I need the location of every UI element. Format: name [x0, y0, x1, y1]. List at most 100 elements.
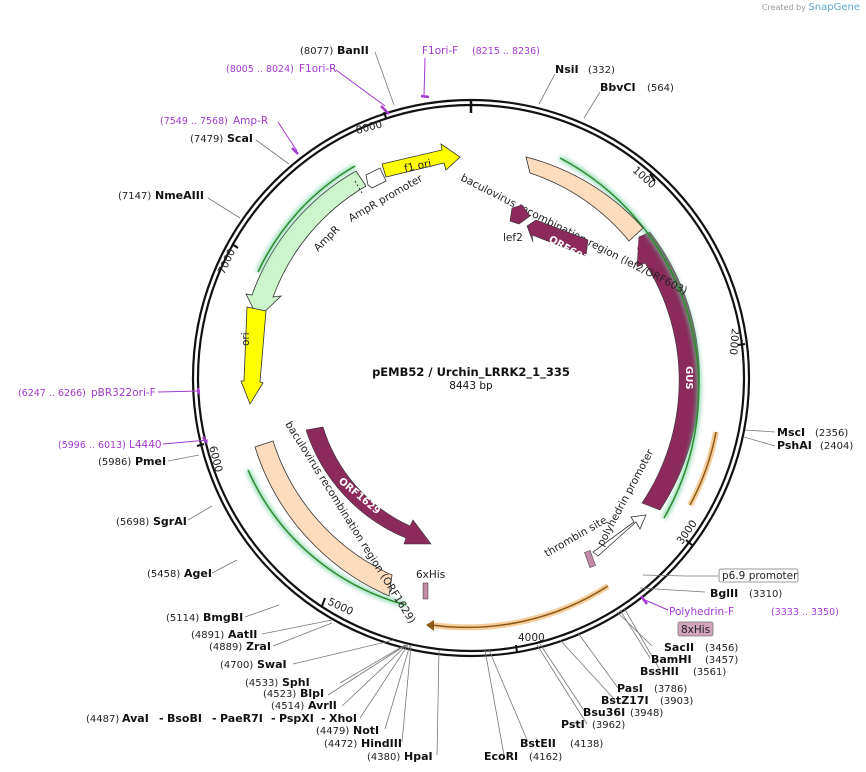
- bottom-orange-arc: [431, 585, 609, 629]
- leader-lines: [167, 51, 776, 756]
- svg-text:L4440: L4440: [129, 439, 162, 451]
- svg-text:AatII: AatII: [228, 628, 257, 641]
- enzyme-psti[interactable]: PstI (3962): [561, 718, 625, 731]
- enzyme-bglii[interactable]: BglII (3310): [710, 587, 782, 600]
- svg-text:BamHI: BamHI: [651, 653, 692, 666]
- lef2-arrow: [509, 204, 531, 225]
- enzyme-nmeaiii[interactable]: (7147) NmeAIII: [118, 189, 204, 202]
- svg-text:(8215 .. 8236): (8215 .. 8236): [472, 46, 540, 57]
- enzyme-bamhi[interactable]: BamHI (3457): [651, 653, 738, 666]
- svg-text:AvaI: AvaI: [122, 712, 149, 725]
- svg-text:SwaI: SwaI: [257, 658, 287, 671]
- enzyme-msci[interactable]: MscI (2356): [777, 426, 848, 439]
- p69-promoter-box[interactable]: p6.9 promoter: [718, 568, 799, 583]
- enzyme-zrai[interactable]: (4889)ZraI: [209, 640, 271, 653]
- polyhedrin-arrow: [592, 514, 647, 557]
- enzyme-bsteii[interactable]: BstEII (4138): [520, 737, 603, 750]
- svg-text:SphI: SphI: [282, 676, 310, 689]
- svg-text:(3962): (3962): [592, 720, 625, 731]
- enzyme-blpi[interactable]: (4523)BlpI: [263, 687, 324, 700]
- enzyme-nsii[interactable]: NsiI(332): [555, 63, 615, 76]
- svg-text:MscI: MscI: [777, 426, 805, 439]
- primer-f1ori-r[interactable]: (8005 .. 8024) F1ori-R: [226, 63, 336, 75]
- svg-text:PstI: PstI: [561, 718, 585, 731]
- lef2-label: lef2: [503, 232, 523, 244]
- svg-text:(4138): (4138): [570, 739, 603, 750]
- primer-lines: [157, 57, 669, 611]
- enzyme-hindiii[interactable]: (4472)HindIII: [324, 737, 402, 750]
- svg-text:p6.9 promoter: p6.9 promoter: [722, 570, 798, 582]
- orf603-arrow: [526, 219, 589, 257]
- svg-text:(3903): (3903): [660, 696, 693, 707]
- primer-f1ori-f[interactable]: F1ori-F (8215 .. 8236): [422, 45, 540, 57]
- svg-text:BbvCI: BbvCI: [600, 81, 636, 94]
- svg-text:BanII: BanII: [337, 44, 369, 57]
- primer-pbr322ori-f[interactable]: (6247 .. 6266)pBR322ori-F: [18, 387, 156, 399]
- enzyme-banii[interactable]: (8077)BanII: [300, 44, 369, 57]
- enzyme-bsshii[interactable]: BssHII(3561): [640, 665, 726, 678]
- svg-text:(6247 .. 6266): (6247 .. 6266): [18, 388, 86, 399]
- enzyme-noti[interactable]: (4479)NotI: [316, 724, 379, 737]
- enzyme-bsu36i[interactable]: Bsu36I(3948): [583, 706, 663, 719]
- svg-text:(3786): (3786): [654, 684, 687, 695]
- enzyme-pmei[interactable]: (5986)PmeI: [98, 455, 166, 468]
- bac-orf1629-line: [247, 469, 407, 606]
- enzyme-ecori[interactable]: EcoRI(4162): [484, 750, 562, 763]
- svg-text:HindIII: HindIII: [361, 737, 402, 750]
- svg-text:BstEII: BstEII: [520, 737, 556, 750]
- svg-text:(8005 .. 8024): (8005 .. 8024): [226, 64, 294, 75]
- bac-orf1629-region: [254, 440, 393, 597]
- svg-text:BglII: BglII: [710, 587, 738, 600]
- enzyme-sphi[interactable]: (4533)SphI: [245, 676, 310, 689]
- enzyme-pshai[interactable]: PshAI(2404): [777, 439, 853, 452]
- svg-text:BstZ17I: BstZ17I: [601, 694, 649, 707]
- enzyme-pasi[interactable]: PasI(3786): [617, 682, 687, 695]
- enzyme-bmgbi[interactable]: (5114)BmgBI: [166, 611, 243, 624]
- gus-primer-line: [559, 157, 700, 519]
- svg-text:(5986): (5986): [98, 457, 131, 468]
- enzyme-multi-site[interactable]: (4487) AvaI - BsoBI - PaeR7I - PspXI - X…: [86, 712, 357, 725]
- svg-text:PshAI: PshAI: [777, 439, 812, 452]
- svg-text:AvrII: AvrII: [308, 699, 337, 712]
- svg-text:(3948): (3948): [630, 708, 663, 719]
- svg-text:(4889): (4889): [209, 642, 242, 653]
- primer-amp-r[interactable]: (7549 .. 7568)Amp-R: [160, 115, 268, 127]
- enzyme-sacii[interactable]: SacII(3456): [664, 641, 738, 654]
- svg-text:(7479): (7479): [190, 134, 223, 145]
- svg-text:BsoBI: BsoBI: [167, 712, 202, 725]
- svg-text:NmeAIII: NmeAIII: [155, 189, 204, 202]
- ampr-arrow: [245, 170, 367, 319]
- enzyme-avrii[interactable]: (4514)AvrII: [271, 699, 337, 712]
- primer-l4440[interactable]: (5996 .. 6013)L4440: [58, 439, 162, 451]
- svg-text:(4487): (4487): [86, 714, 119, 725]
- enzyme-scai[interactable]: (7479)ScaI: [190, 132, 253, 145]
- svg-text:(2356): (2356): [815, 428, 848, 439]
- enzyme-bbvci[interactable]: BbvCI(564): [600, 81, 674, 94]
- enzyme-hpai[interactable]: (4380)HpaI: [367, 750, 433, 763]
- enzyme-sgrai[interactable]: (5698)SgrAI: [116, 515, 187, 528]
- svg-text:(4891): (4891): [191, 630, 224, 641]
- svg-text:NsiI: NsiI: [555, 63, 579, 76]
- enzyme-bstz17i[interactable]: BstZ17I (3903): [601, 694, 693, 707]
- f1-ori-arrow: [381, 143, 461, 178]
- enzyme-swai[interactable]: (4700) SwaI: [220, 658, 287, 671]
- svg-text:(5996 .. 6013): (5996 .. 6013): [58, 440, 126, 451]
- enzyme-agei[interactable]: (5458)AgeI: [147, 567, 212, 580]
- his8-box[interactable]: 8xHis: [677, 621, 714, 637]
- svg-text:(5698): (5698): [116, 517, 149, 528]
- svg-text:(3310): (3310): [749, 589, 782, 600]
- tick-4000: 4000: [518, 632, 545, 644]
- svg-text:8xHis: 8xHis: [681, 624, 710, 636]
- orf1629-arrow: [305, 426, 432, 545]
- gus-label: GUS: [683, 366, 694, 390]
- svg-text:(7147): (7147): [118, 191, 151, 202]
- svg-text:(3457): (3457): [705, 655, 738, 666]
- his6-mark: [422, 582, 429, 600]
- svg-text:F1ori-F: F1ori-F: [422, 45, 458, 57]
- svg-text:(4700): (4700): [220, 660, 253, 671]
- tick-8000: 8000: [355, 118, 384, 137]
- enzyme-aatii[interactable]: (4891) AatII: [191, 628, 257, 641]
- primer-polyhedrin-f[interactable]: Polyhedrin-F(3333 .. 3350): [669, 606, 839, 618]
- svg-text:F1ori-R: F1ori-R: [299, 63, 336, 75]
